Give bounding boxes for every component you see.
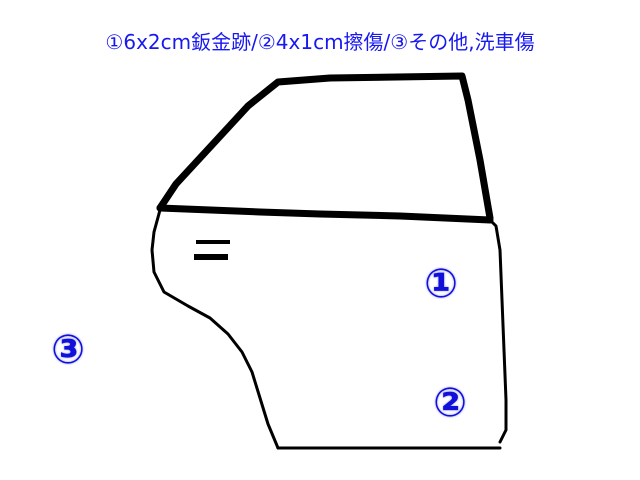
window-frame [156, 72, 494, 224]
door-body [150, 208, 508, 450]
damage-marker-1: ① [424, 261, 458, 307]
damage-marker-3: ③ [51, 327, 85, 373]
damage-caption: ①6x2cm鈑金跡/②4x1cm擦傷/③その他,洗車傷 [105, 30, 535, 54]
window-frame-outer [156, 72, 494, 222]
door-rear-edge [488, 218, 508, 444]
door-front-edge [150, 208, 280, 450]
damage-marker-2: ② [433, 380, 467, 426]
window-sill [156, 204, 494, 224]
door-handle [194, 240, 230, 260]
